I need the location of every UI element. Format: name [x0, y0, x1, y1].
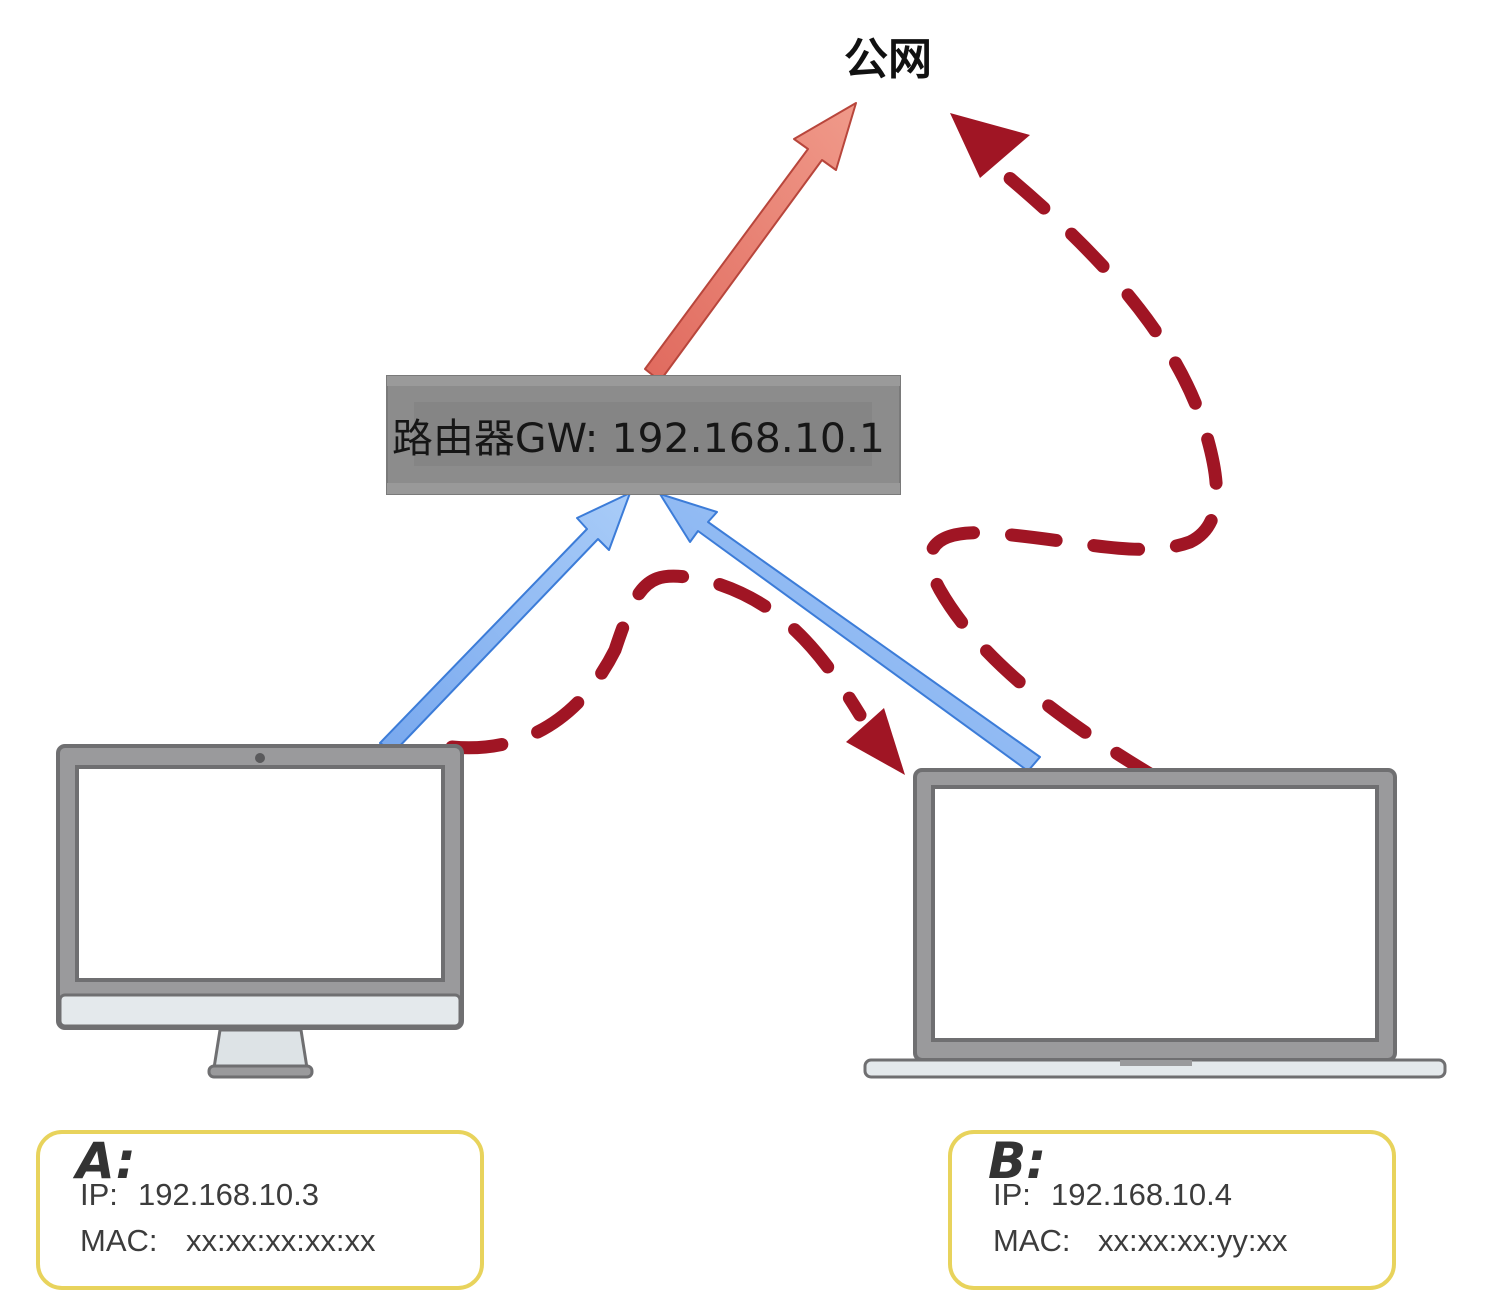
internet-label: 公网 — [844, 34, 932, 85]
device-b-info-box: B: IP: 192.168.10.4 MAC: xx:xx:xx:yy:xx — [948, 1130, 1396, 1290]
device-b-letter: B: — [988, 1132, 1046, 1190]
device-a-letter: A: — [72, 1132, 136, 1190]
attack-path-a-to-b — [445, 569, 867, 755]
lan-arrow-a — [379, 492, 631, 753]
device-a-ip: 192.168.10.3 — [138, 1177, 319, 1212]
uplink-arrow — [644, 102, 857, 382]
router-label: 路由器GW: 192.168.10.1 — [392, 416, 885, 462]
device-b-ip-label: IP: — [993, 1177, 1031, 1212]
device-a-mac-label: MAC: — [80, 1223, 158, 1258]
attack-arrowhead-internet — [950, 113, 1030, 178]
device-b-ip: 192.168.10.4 — [1051, 1177, 1232, 1212]
device-a-ip-label: IP: — [80, 1177, 118, 1212]
laptop-icon — [863, 768, 1447, 1079]
device-a-mac: xx:xx:xx:xx:xx — [186, 1223, 376, 1258]
device-b-mac-label: MAC: — [993, 1223, 1071, 1258]
router-box: 路由器GW: 192.168.10.1 — [386, 375, 901, 495]
device-a-info-box: A: IP: 192.168.10.3 MAC: xx:xx:xx:xx:xx — [36, 1130, 484, 1290]
attack-arrowhead-b — [846, 708, 905, 775]
lan-arrow-b — [659, 493, 1041, 772]
desktop-monitor-icon — [56, 744, 464, 1079]
device-b-mac: xx:xx:xx:yy:xx — [1098, 1223, 1288, 1258]
attack-path-to-internet — [923, 163, 1223, 784]
